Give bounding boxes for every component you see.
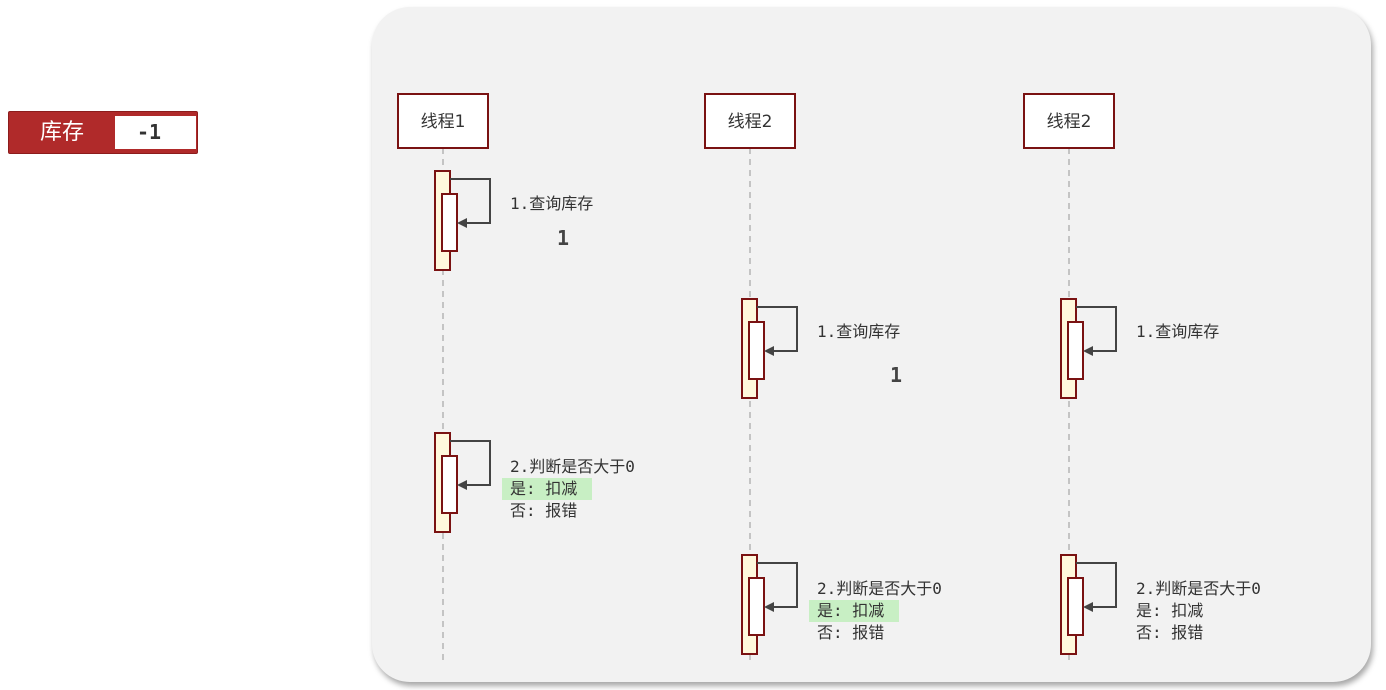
self-message-arrow [757,306,798,352]
message-label: 1.查询库存 [1136,322,1219,341]
nested-activation-bar [1067,321,1084,380]
message-label: 2.判断是否大于0 [510,457,635,476]
arrowhead-icon [764,602,774,612]
nested-activation-bar [441,455,458,514]
message-label: 1.查询库存 [510,194,593,213]
message-branch: 否: 报错 [1136,623,1203,642]
thread-header [397,93,489,149]
thread-title: 线程1 [421,112,466,132]
message-label: 2.判断是否大于0 [1136,579,1261,598]
self-message-arrow [450,178,491,224]
message-label: 1.查询库存 [817,322,900,341]
arrowhead-icon [457,218,467,228]
message-label: 2.判断是否大于0 [817,579,942,598]
query-result: 1 [557,226,569,250]
thread-title: 线程2 [728,112,773,132]
highlight-background [809,600,899,622]
stock-label: 库存 [39,120,84,145]
thread-header [1023,93,1115,149]
message-branch: 否: 报错 [817,623,884,642]
query-result: 1 [890,363,902,387]
thread-title: 线程2 [1047,112,1092,132]
nested-activation-bar [441,193,458,252]
self-message-arrow [757,562,798,608]
self-message-arrow [1076,562,1117,608]
sequence-diagram-panel [372,7,1371,682]
self-message-arrow [1076,306,1117,352]
stock-value: -1 [115,116,196,149]
nested-activation-bar [748,321,765,380]
nested-activation-bar [748,577,765,636]
nested-activation-bar [1067,577,1084,636]
self-message-arrow [450,440,491,486]
thread-header [704,93,796,149]
arrowhead-icon [457,480,467,490]
arrowhead-icon [1083,602,1093,612]
message-branch: 否: 报错 [510,501,577,520]
highlight-background [502,478,592,500]
arrowhead-icon [1083,346,1093,356]
stock-indicator: 库存 -1 [8,111,198,154]
message-branch: 是: 扣减 [510,479,577,498]
message-branch: 是: 扣减 [1136,601,1203,620]
arrowhead-icon [764,346,774,356]
message-branch: 是: 扣减 [817,601,884,620]
